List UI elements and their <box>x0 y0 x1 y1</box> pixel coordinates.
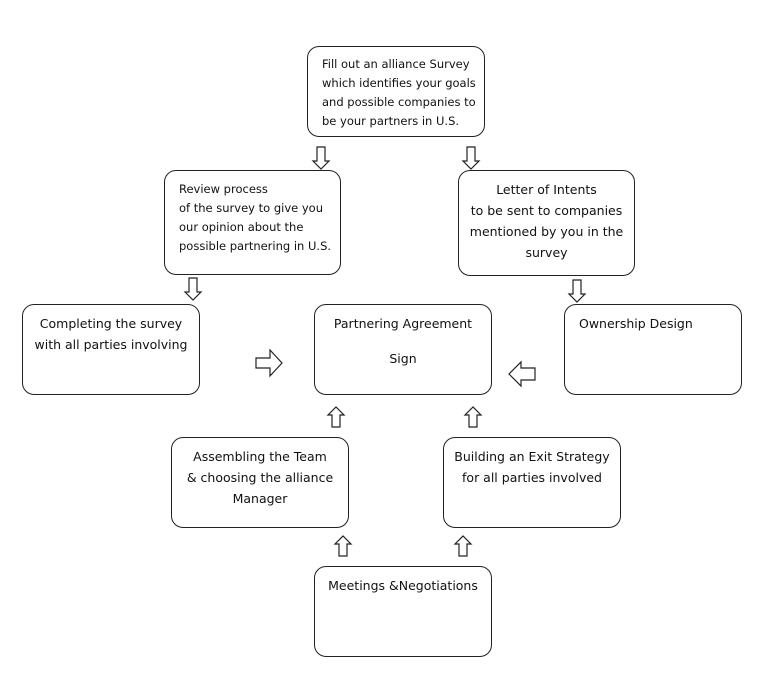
node-text-line: Completing the survey <box>39 316 183 331</box>
node-title: Partnering Agreement <box>333 316 473 331</box>
node-text-line: our opinion about the <box>179 220 304 234</box>
node-text-line: Manager <box>232 491 288 506</box>
arrow-up-icon <box>463 406 483 428</box>
arrow-right-icon <box>255 348 283 378</box>
node-title: Meetings &Negotiations <box>328 578 478 593</box>
node-sign-label: Sign <box>389 351 417 366</box>
node-text-line: Review process <box>179 182 268 196</box>
node-text-line: Building an Exit Strategy <box>454 449 610 464</box>
node-text-line: Assembling the Team <box>193 449 327 464</box>
arrow-left-icon <box>508 360 536 388</box>
node-text-line: possible partnering in U.S. <box>179 239 332 253</box>
node-meetings-negotiations: Meetings &Negotiations <box>314 566 492 657</box>
node-partnering-agreement: Partnering Agreement Sign <box>314 304 492 395</box>
node-letter-of-intents: Letter of Intents to be sent to companie… <box>458 170 635 276</box>
node-exit-strategy: Building an Exit Strategy for all partie… <box>443 437 621 528</box>
node-text-line: which identifies your goals <box>322 76 476 90</box>
node-text-line: Fill out an alliance Survey <box>322 57 470 71</box>
arrow-down-icon <box>183 277 203 301</box>
node-text-line: survey <box>525 245 568 260</box>
arrow-up-icon <box>326 406 346 428</box>
node-text-line: of the survey to give you <box>179 201 323 215</box>
arrow-up-icon <box>453 535 473 557</box>
node-text-line: and possible companies to <box>322 95 476 109</box>
node-review-process: Review process of the survey to give you… <box>164 170 341 275</box>
node-text-line: to be sent to companies <box>470 203 623 218</box>
node-text-line: be your partners in U.S. <box>322 114 460 128</box>
node-ownership-design: Ownership Design <box>564 304 742 395</box>
node-text-line: & choosing the alliance <box>186 470 334 485</box>
arrow-up-icon <box>333 535 353 557</box>
node-text-line: Letter of Intents <box>496 182 597 197</box>
node-text-line: for all parties involved <box>462 470 602 485</box>
arrow-down-icon <box>311 146 331 170</box>
arrow-down-icon <box>567 279 587 303</box>
node-text-line: with all parties involving <box>34 337 188 352</box>
node-completing-survey: Completing the survey with all parties i… <box>22 304 200 395</box>
node-assembling-team: Assembling the Team & choosing the allia… <box>171 437 349 528</box>
node-text-line: mentioned by you in the <box>469 224 624 239</box>
node-title: Ownership Design <box>579 316 693 331</box>
node-alliance-survey: Fill out an alliance Survey which identi… <box>307 46 485 137</box>
arrow-down-icon <box>461 146 481 170</box>
